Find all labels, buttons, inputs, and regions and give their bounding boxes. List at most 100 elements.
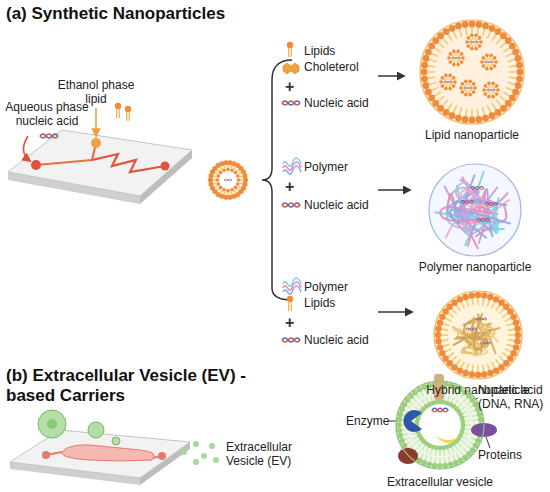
node-caption: Polymer nanoparticle — [415, 260, 535, 274]
node-outline — [415, 162, 535, 258]
reaction-arrow — [378, 311, 412, 313]
lipid-tail — [434, 450, 436, 456]
lipid-tail — [455, 400, 459, 405]
lipid-head — [461, 82, 465, 86]
particle-art — [208, 20, 524, 469]
lipid-head — [219, 186, 223, 190]
illustration-part — [209, 443, 215, 449]
lipid-tail — [418, 443, 422, 447]
lipid-head — [230, 188, 234, 192]
nucleic-acids — [444, 41, 495, 91]
lipid-head — [460, 419, 465, 424]
lipid-head — [484, 84, 488, 88]
lipid-tail — [462, 411, 467, 414]
nucleic-acid-icon — [432, 408, 448, 412]
lipid-head — [457, 367, 463, 373]
lipid-head — [495, 109, 502, 116]
lipid-head — [482, 115, 489, 122]
lipid-icon — [115, 103, 121, 118]
illustration-part — [62, 445, 154, 461]
lipid-head — [437, 32, 444, 39]
illustration-part — [213, 457, 219, 463]
inlet-arrow — [95, 108, 97, 136]
lipid-head — [515, 82, 522, 89]
lipid-head — [453, 80, 457, 84]
lipid-head — [230, 168, 234, 172]
lipid-heads — [482, 82, 500, 99]
lipid-head — [449, 52, 453, 56]
lipid-head — [495, 92, 499, 96]
lipid-head — [473, 86, 477, 90]
microfluidic-chip — [8, 130, 192, 204]
lipid-head — [428, 43, 435, 50]
lipid-tail — [230, 192, 232, 195]
lipid-head — [482, 56, 486, 60]
illustration-part — [42, 451, 50, 459]
lipid-tail — [422, 445, 426, 450]
lipid-head — [444, 87, 448, 91]
polymer-chain — [450, 200, 510, 223]
lipid-head — [396, 422, 402, 428]
lipid-tail — [440, 329, 448, 330]
lipid-heads — [459, 80, 477, 97]
lipid-head — [432, 37, 439, 44]
illustration-part — [486, 437, 490, 448]
lipid-head — [452, 76, 456, 80]
liposome — [208, 160, 248, 200]
lipid-tail — [465, 424, 471, 425]
illustration-part — [38, 410, 66, 438]
polymer-nanoparticle-art — [429, 164, 521, 256]
lipid-head — [470, 47, 474, 51]
lipid-head — [452, 50, 456, 54]
lipid-head — [482, 88, 486, 92]
callout-label: Proteins — [478, 448, 548, 462]
lipid-head — [482, 23, 489, 30]
lipid-head — [226, 189, 230, 193]
lipid-tail — [411, 433, 417, 435]
lipid-tail — [412, 397, 416, 401]
lipid-head — [467, 36, 471, 40]
lipid-tail — [469, 406, 474, 409]
lipid-head — [423, 82, 430, 89]
lipid-tail — [238, 173, 241, 175]
lipid-head — [469, 117, 476, 124]
lipid-tail — [456, 359, 461, 365]
particle-body — [434, 291, 522, 379]
lipid-head — [469, 292, 475, 298]
lipid-head — [514, 326, 520, 332]
lipid-head — [457, 296, 463, 302]
lipid-head — [432, 463, 438, 469]
lipid-head — [472, 82, 476, 86]
callout-label: Enzyme — [346, 414, 406, 428]
lipid-head — [513, 344, 519, 350]
lipid-head — [226, 168, 230, 172]
lipid-tails — [440, 297, 516, 373]
lipid-tail — [455, 445, 459, 450]
lipid-tail — [442, 323, 450, 325]
lipid-tail — [447, 353, 453, 358]
nucleic-acid-icon — [466, 328, 477, 330]
lipid-tail — [422, 400, 426, 405]
lipid-tail — [227, 165, 228, 168]
nucleic-acid-icon — [452, 57, 460, 59]
lipid-tail — [430, 449, 432, 455]
lipid-tail — [214, 175, 217, 177]
cargo-shape — [436, 436, 460, 443]
lipid-heads — [216, 168, 241, 193]
lipid-tail — [502, 313, 508, 318]
lipid-head — [489, 67, 493, 71]
lipid-head — [475, 372, 481, 378]
lipid-head — [462, 116, 469, 123]
nucleic-acid-icon — [40, 134, 58, 138]
lipid-tail — [223, 192, 225, 195]
lipid-head — [448, 74, 452, 78]
particle-outline — [434, 291, 522, 379]
lipid-tail — [449, 457, 451, 463]
lipid-tail — [477, 297, 478, 305]
lipid-head — [397, 417, 403, 423]
lipid-head — [475, 21, 482, 28]
nucleic-acid-icon — [476, 318, 487, 320]
lipid-head — [455, 23, 462, 30]
vesicle-lumen — [417, 402, 463, 448]
